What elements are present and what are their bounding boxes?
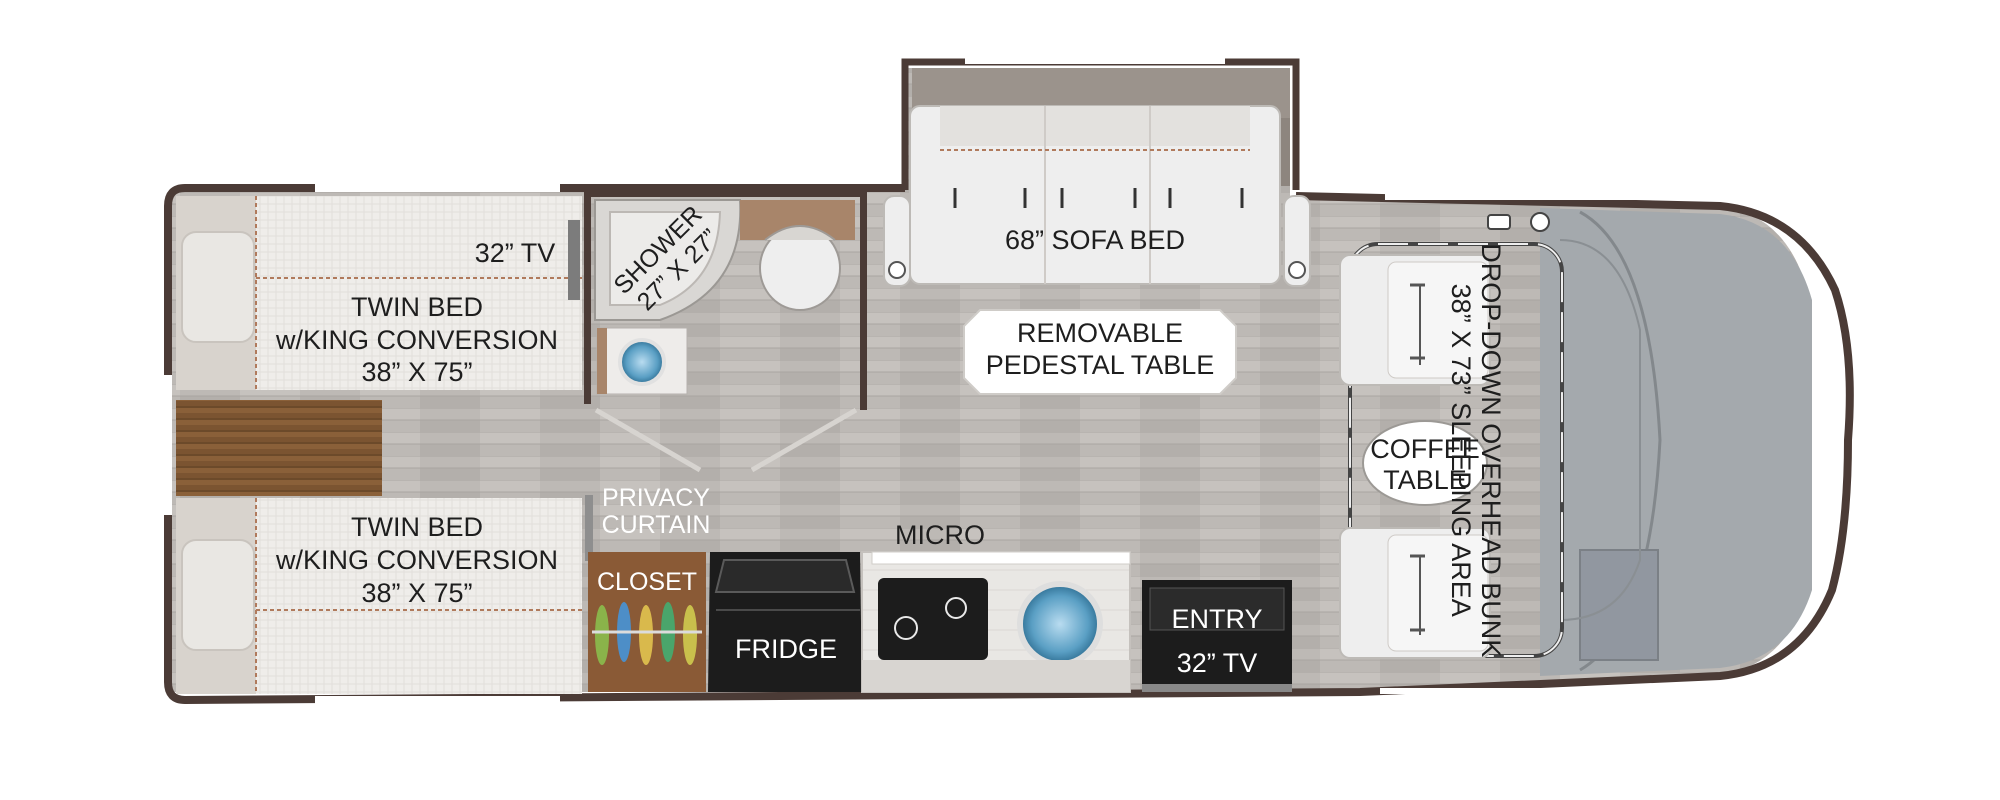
lounge-chair-bottom [1339, 527, 1491, 659]
bath-sink [618, 338, 666, 386]
bath-wall-left [584, 192, 591, 404]
pedestal-table-label-line2: PEDESTAL TABLE [985, 350, 1215, 380]
window-rear [164, 375, 172, 515]
microwave [871, 551, 1131, 565]
twin-bed-bottom-label-line2: w/KING CONVERSION [275, 545, 559, 575]
cooktop [878, 578, 988, 660]
wood-panel [176, 400, 382, 496]
cab-seat-base [1579, 549, 1659, 661]
closet-hangers [592, 602, 702, 665]
window-front-side [1380, 688, 1680, 694]
pedestal-table [963, 309, 1237, 395]
tv-bedroom-label: 32” TV [474, 238, 556, 268]
pedestal-table-label-line1: REMOVABLE [1016, 318, 1184, 348]
lounge-chair-top [1339, 254, 1491, 386]
twin-bed-bottom-label-line1: TWIN BED [351, 512, 483, 542]
twin-bed-bottom-label-line3: 38” X 75” [361, 578, 473, 608]
overhead-bunk-label-line1: DROP-DOWN OVERHEAD BUNK [1476, 243, 1507, 658]
sofa-bed-label: 68” SOFA BED [1004, 225, 1186, 255]
privacy-curtain-rod [585, 495, 593, 561]
entry-label: ENTRY [1171, 604, 1263, 634]
slideout-top-window [965, 58, 1225, 64]
fridge-label: FRIDGE [734, 634, 837, 664]
privacy-curtain-label-line2: CURTAIN [601, 511, 711, 539]
pillow-top [181, 231, 255, 343]
privacy-curtain-label-line1: PRIVACY [602, 484, 710, 512]
overhead-bunk-label-line2: 38” X 73” SLEEPING AREA [1446, 283, 1476, 617]
window-bedroom-top [315, 184, 560, 192]
bath-wall-right [860, 192, 867, 410]
bath-door-right [750, 407, 858, 473]
coffee-table-label-line2: TABLE [1383, 465, 1467, 495]
overhead-bunk-label: DROP-DOWN OVERHEAD BUNK 38” X 73” SLEEPI… [1446, 240, 1506, 660]
micro-label: MICRO [895, 520, 985, 550]
twin-bed-top-label-line3: 38” X 75” [361, 357, 473, 387]
kitchen-sink [1017, 581, 1103, 667]
closet-label: CLOSET [596, 568, 698, 596]
coffee-table-label-line1: COFFEE [1370, 434, 1480, 464]
bath-door-left [594, 407, 702, 473]
pillow-bottom [181, 539, 255, 651]
twin-bed-top-label-line2: w/KING CONVERSION [275, 325, 559, 355]
entry-tv-label: 32” TV [1176, 648, 1258, 678]
window-dinette [1385, 192, 1685, 200]
twin-bed-top-label-line1: TWIN BED [351, 292, 483, 322]
tv-bedroom [568, 220, 580, 300]
coffee-table [1362, 420, 1488, 506]
window-bedroom-bottom [315, 696, 560, 704]
